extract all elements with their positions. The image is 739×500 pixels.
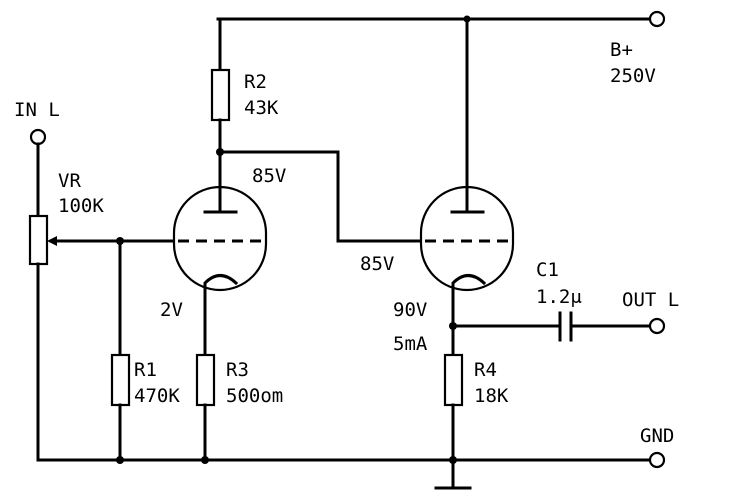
v1-triode	[172, 150, 268, 294]
r1-resistor	[110, 239, 131, 462]
r2-value-label: 43K	[244, 97, 279, 119]
c1-capacitor	[451, 311, 650, 342]
r4-name-label: R4	[474, 359, 497, 381]
out-l-terminal	[648, 317, 666, 335]
c1-value-label: 1.2μ	[536, 286, 582, 308]
vr-value-label: 100K	[58, 195, 104, 217]
vr-name-label: VR	[58, 170, 81, 192]
r2-resistor	[210, 17, 231, 156]
b-plus-label: B+	[610, 39, 633, 61]
vr-potentiometer	[28, 142, 177, 462]
c1-name-label: C1	[536, 259, 559, 281]
v1-plate-voltage-label: 85V	[252, 165, 286, 187]
v2-current-label: 5mA	[393, 333, 428, 355]
gnd-terminal	[648, 451, 666, 469]
ground-symbol	[434, 458, 472, 490]
r3-name-label: R3	[226, 359, 249, 381]
in-l-label: IN L	[14, 99, 60, 121]
r3-value-label: 500om	[226, 385, 283, 407]
r2-name-label: R2	[244, 71, 267, 93]
gnd-label: GND	[640, 425, 674, 447]
r1-value-label: 470K	[134, 385, 180, 407]
r4-value-label: 18K	[474, 385, 509, 407]
ground-rail	[36, 456, 650, 464]
r1-name-label: R1	[134, 359, 157, 381]
v1-cathode-voltage-label: 2V	[160, 299, 183, 321]
v2-grid-voltage-label: 85V	[360, 253, 394, 275]
b-plus-terminal	[648, 10, 666, 28]
in-l-terminal	[29, 128, 47, 146]
out-l-label: OUT L	[622, 289, 679, 311]
b-voltage-label: 250V	[610, 65, 656, 87]
r3-resistor	[195, 290, 216, 462]
r4-resistor	[443, 290, 464, 462]
b-plus-rail	[216, 15, 650, 23]
interstage-wire	[218, 150, 422, 243]
v2-cathode-voltage-label: 90V	[393, 299, 427, 321]
v2-triode	[419, 17, 515, 294]
